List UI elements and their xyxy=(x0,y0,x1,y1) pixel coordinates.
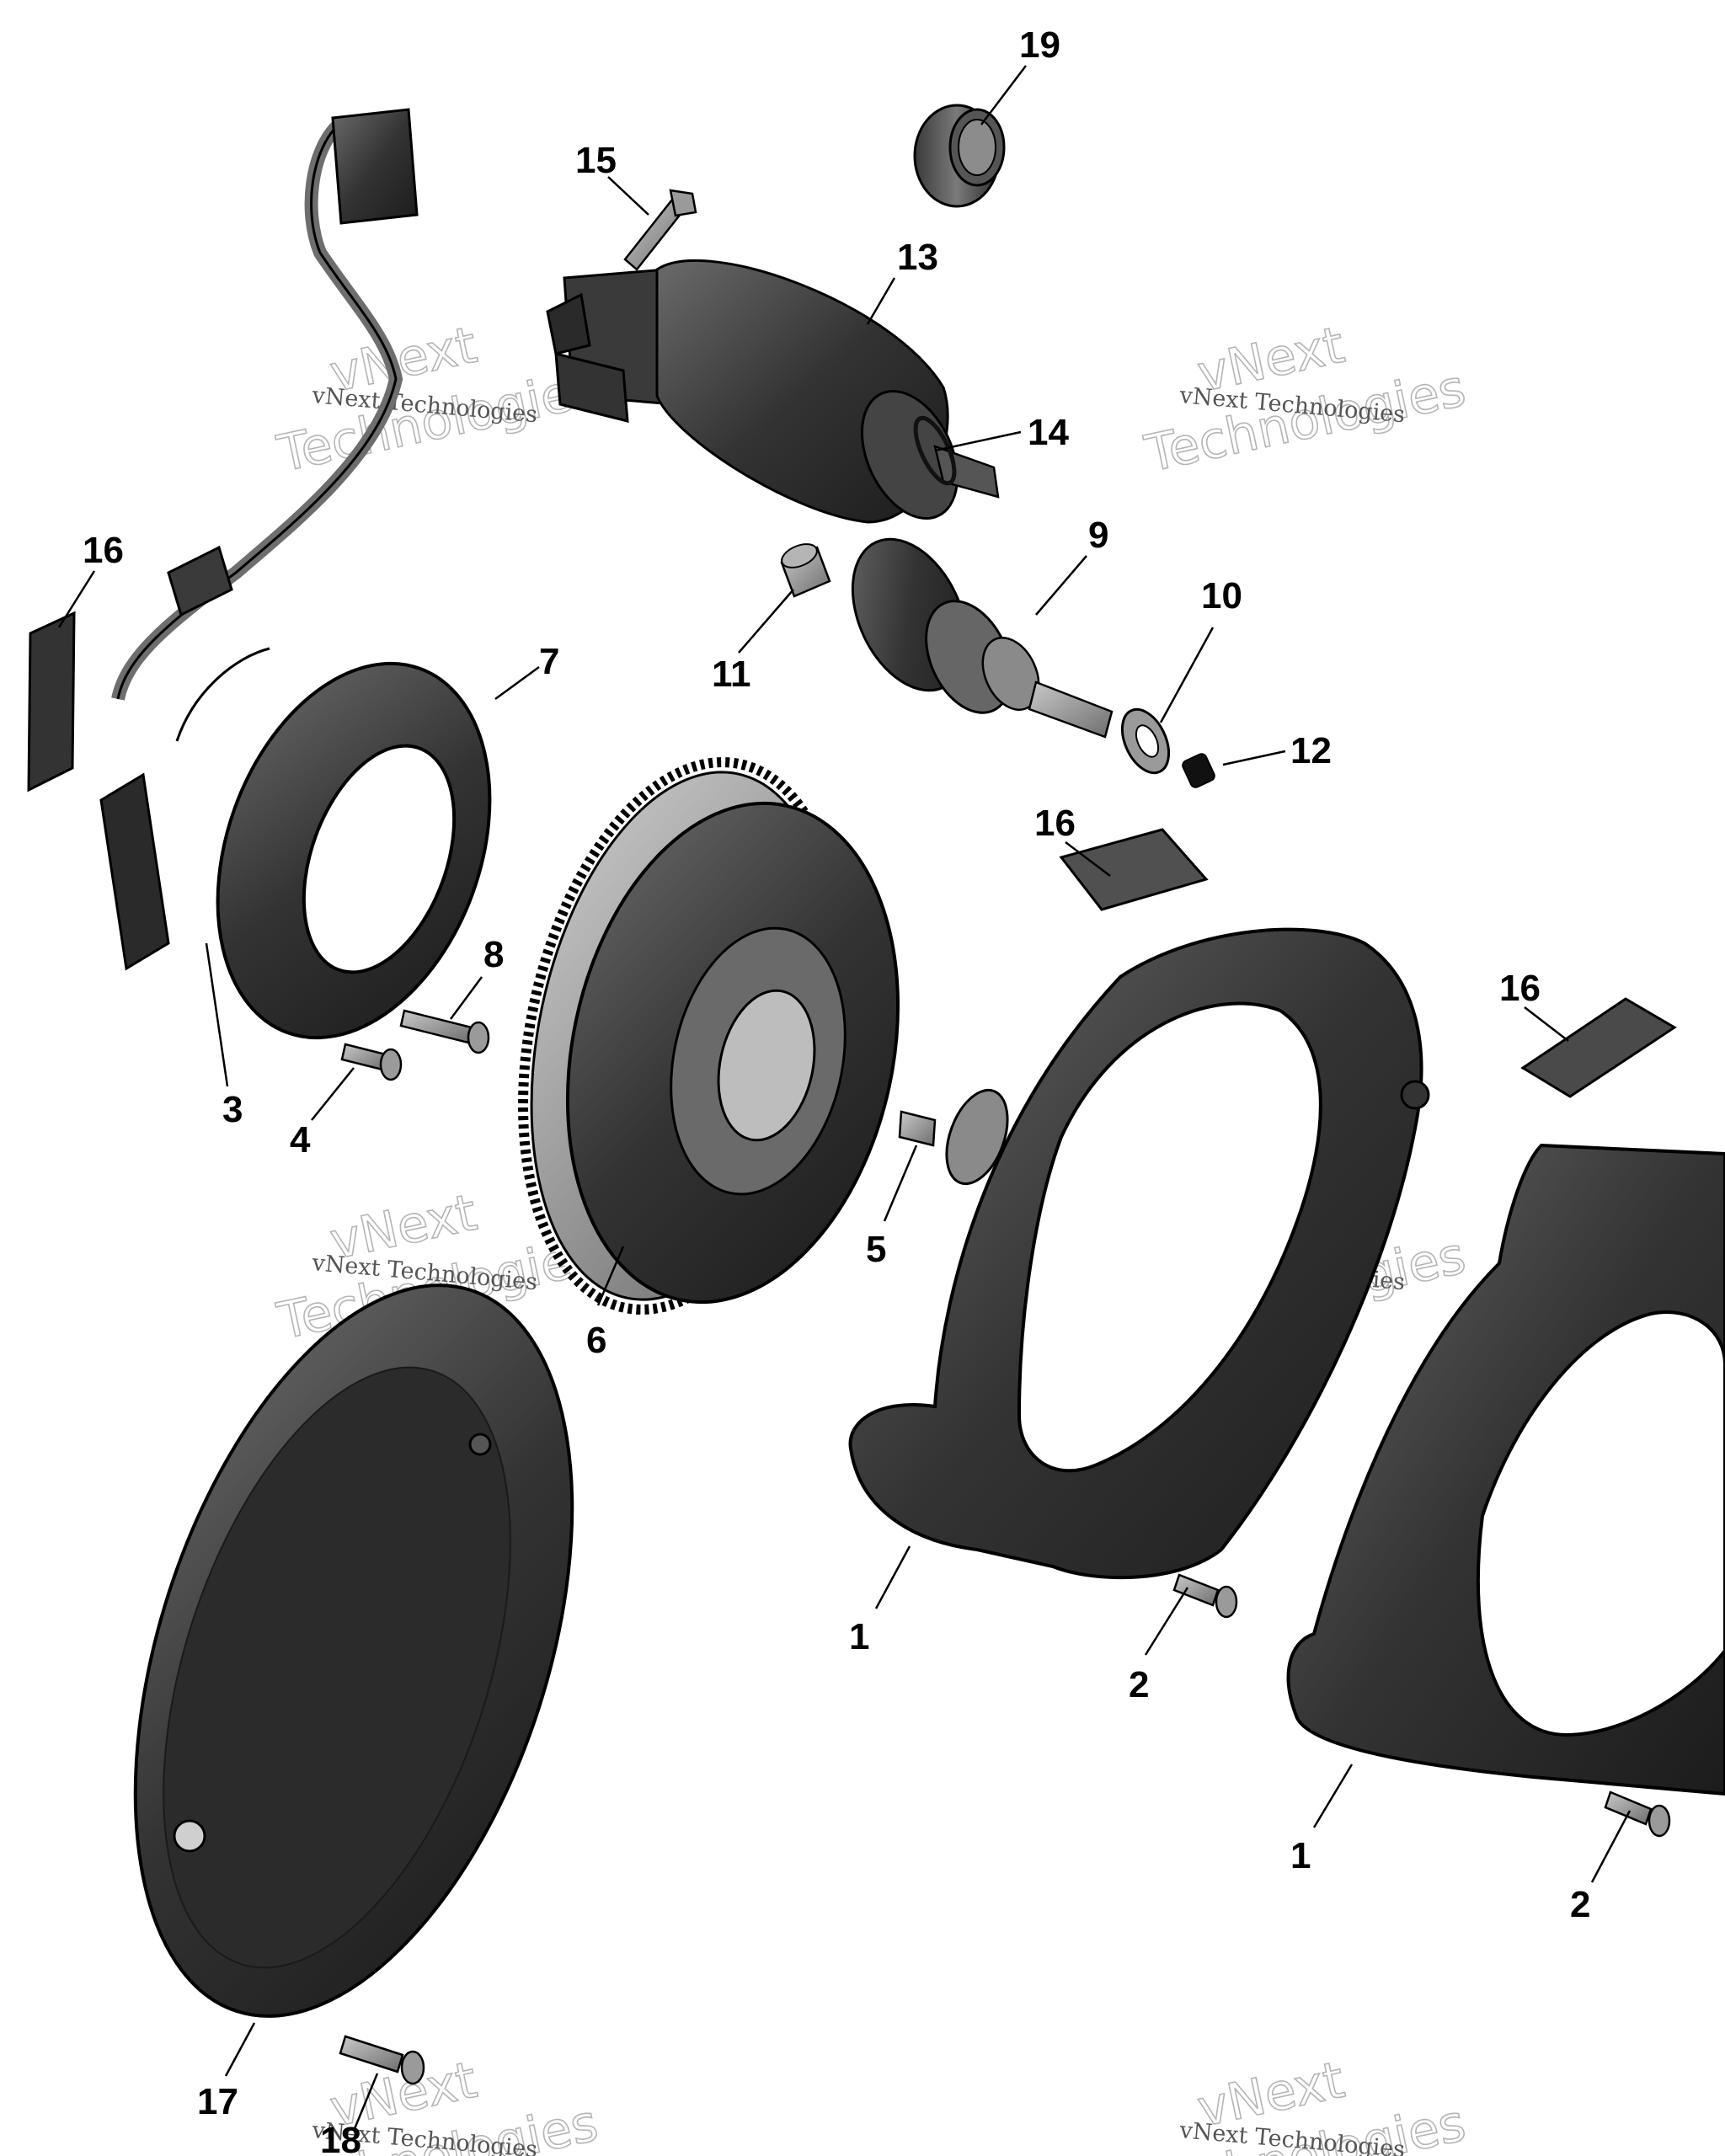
part-4-bolt xyxy=(340,1043,403,1081)
callout-9: 9 xyxy=(1088,515,1108,556)
callout-11: 11 xyxy=(712,654,751,695)
callout-labels: 19 15 13 14 16 9 10 11 7 12 16 8 16 3 4 … xyxy=(83,24,1590,2156)
callout-7: 7 xyxy=(539,641,559,682)
part-5-plug xyxy=(898,1088,1009,1186)
part-17-magneto-cover xyxy=(133,1283,574,2018)
callout-4: 4 xyxy=(290,1119,311,1161)
callout-12: 12 xyxy=(1290,730,1332,771)
leader-lines xyxy=(57,65,1632,2132)
part-19-sleeve xyxy=(913,104,1006,208)
callout-17: 17 xyxy=(197,2081,238,2122)
part-16-patch-right xyxy=(1520,997,1677,1098)
callout-15: 15 xyxy=(575,140,617,181)
watermark-bottom-right: vNext Technologies vNext Technologies xyxy=(1140,2050,1471,2156)
part-13-starter-motor xyxy=(546,259,1000,524)
callout-6: 6 xyxy=(586,1320,606,1361)
part-2-bolt-lower xyxy=(1604,1790,1671,1838)
callout-16-right: 16 xyxy=(1499,968,1541,1009)
callout-1-front: 1 xyxy=(849,1616,869,1657)
part-14-o-ring xyxy=(913,415,957,486)
callout-19: 19 xyxy=(1019,24,1060,66)
part-9-starter-drive xyxy=(851,537,1114,739)
part-11-bushing xyxy=(780,543,831,598)
callout-16-left: 16 xyxy=(83,530,124,571)
callout-5: 5 xyxy=(866,1229,886,1270)
part-1-housing-rear xyxy=(1286,1143,1725,1796)
part-12-clip xyxy=(1182,753,1215,788)
part-7-stator xyxy=(99,108,492,1040)
watermark-top-right: vNext Technologies vNext Technologies xyxy=(1140,315,1471,485)
callout-18: 18 xyxy=(320,2120,361,2156)
part-6-flywheel xyxy=(518,757,900,1315)
callout-2-upper: 2 xyxy=(1129,1664,1149,1705)
callout-8: 8 xyxy=(483,934,504,975)
callout-13: 13 xyxy=(897,237,938,278)
callout-3: 3 xyxy=(222,1089,243,1130)
part-8-bolt xyxy=(399,1009,490,1054)
callout-14: 14 xyxy=(1028,412,1069,453)
callout-2-lower: 2 xyxy=(1570,1884,1590,1925)
part-16-patch-left xyxy=(27,611,76,792)
part-10-washer xyxy=(1120,707,1171,775)
part-15-bolt xyxy=(623,189,697,271)
callout-16-middle: 16 xyxy=(1034,803,1076,844)
part-18-bolt xyxy=(339,2035,425,2085)
part-1-housing-front xyxy=(848,927,1430,1580)
part-16-patch-middle xyxy=(1059,828,1209,911)
callout-1-rear: 1 xyxy=(1290,1835,1311,1876)
callout-10: 10 xyxy=(1201,575,1242,616)
part-2-bolt-upper xyxy=(1172,1573,1238,1619)
